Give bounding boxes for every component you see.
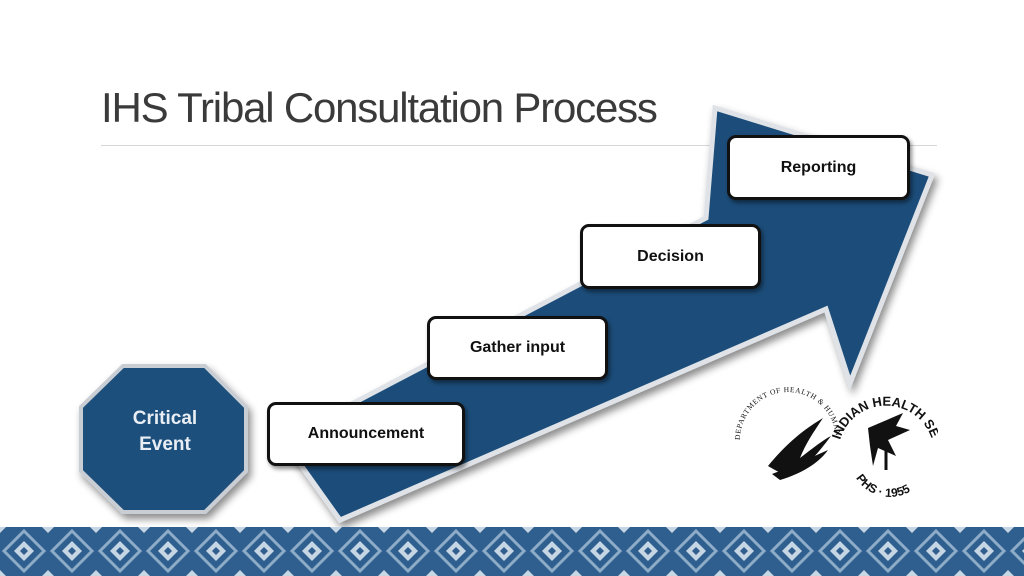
critical-event-octagon (79, 364, 248, 514)
agency-logos: DEPARTMENT OF HEALTH & HUMAN SERVICES, U… (728, 378, 938, 498)
slide-title: IHS Tribal Consultation Process (101, 84, 658, 131)
step-announcement: Announcement (267, 402, 465, 466)
svg-text:PHS · 1955: PHS · 1955 (853, 471, 912, 498)
step-decision: Decision (580, 224, 761, 289)
step-reporting: Reporting (727, 135, 910, 200)
step-gather-input: Gather input (427, 316, 608, 380)
title-divider (101, 145, 937, 146)
svg-text:DEPARTMENT OF HEALTH & HUMAN S: DEPARTMENT OF HEALTH & HUMAN SERVICES, U… (728, 378, 843, 440)
hhs-seal-icon: DEPARTMENT OF HEALTH & HUMAN SERVICES, U… (728, 378, 843, 480)
critical-event-label: Critical Event (132, 408, 198, 455)
decorative-border (0, 527, 1024, 576)
